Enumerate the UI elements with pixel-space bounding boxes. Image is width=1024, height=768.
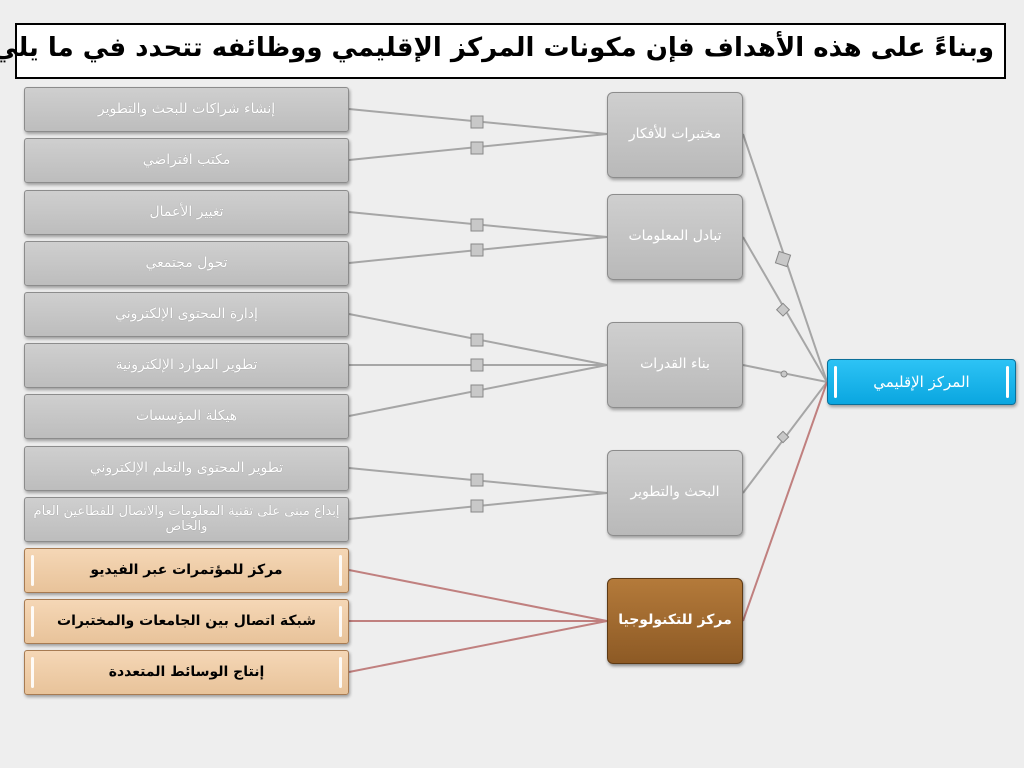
leaf-box: تغيير الأعمال: [24, 190, 349, 235]
connector-marker: [470, 141, 484, 155]
leaf-label: إنتاج الوسائط المتعددة: [108, 663, 265, 680]
connector-marker: [775, 302, 791, 317]
slide-title: وبناءً على هذه الأهداف فإن مكونات المركز…: [0, 33, 994, 63]
title-box: وبناءً على هذه الأهداف فإن مكونات المركز…: [0, 23, 1006, 79]
component-box: مختبرات للأفكار: [607, 92, 743, 178]
leaf-label: مكتب افتراضي: [142, 151, 231, 168]
component-label: مختبرات للأفكار: [628, 126, 722, 143]
root-box: المركز الإقليمي: [827, 359, 1016, 405]
leaf-box: تطوير الموارد الإلكترونية: [24, 343, 349, 388]
component-box: تبادل المعلومات: [607, 194, 743, 280]
connector-line: [348, 620, 608, 673]
connector-line: [742, 381, 828, 622]
connector-marker: [780, 370, 788, 378]
leaf-box: مركز للمؤتمرات عبر الفيديو: [24, 548, 349, 593]
leaf-box: إنتاج الوسائط المتعددة: [24, 650, 349, 695]
component-label: بناء القدرات: [640, 356, 710, 373]
leaf-box: شبكة اتصال بين الجامعات والمختبرات: [24, 599, 349, 644]
component-label: البحث والتطوير: [630, 484, 720, 501]
connector-marker: [470, 243, 484, 257]
leaf-label: تحول مجتمعي: [145, 254, 228, 271]
connector-marker: [470, 499, 484, 513]
component-box-technology: مركز للتكنولوجيا: [607, 578, 743, 664]
leaf-box: تحول مجتمعي: [24, 241, 349, 286]
leaf-box: إدارة المحتوى الإلكتروني: [24, 292, 349, 337]
connector-marker: [470, 384, 484, 398]
leaf-label: تطوير الموارد الإلكترونية: [115, 356, 258, 373]
connector-marker: [776, 430, 790, 444]
leaf-label: مركز للمؤتمرات عبر الفيديو: [90, 561, 283, 578]
leaf-box: هيكلة المؤسسات: [24, 394, 349, 439]
connector-marker: [774, 250, 792, 268]
leaf-box: تطوير المحتوى والتعلم الإلكتروني: [24, 446, 349, 491]
component-box: البحث والتطوير: [607, 450, 743, 536]
leaf-box: مكتب افتراضي: [24, 138, 349, 183]
leaf-label: إدارة المحتوى الإلكتروني: [115, 305, 258, 322]
connector-line: [348, 569, 608, 622]
leaf-box: إبداع مبنى على تقنية المعلومات والاتصال …: [24, 497, 349, 542]
connector-marker: [470, 333, 484, 347]
leaf-label: هيكلة المؤسسات: [135, 407, 238, 424]
component-box: بناء القدرات: [607, 322, 743, 408]
component-label: تبادل المعلومات: [628, 228, 722, 245]
root-label: المركز الإقليمي: [873, 372, 970, 391]
component-label: مركز للتكنولوجيا: [618, 612, 732, 629]
leaf-box: إنشاء شراكات للبحث والتطوير: [24, 87, 349, 132]
connector-marker: [470, 473, 484, 487]
connector-marker: [470, 358, 484, 372]
connector-marker: [470, 218, 484, 232]
leaf-label: تغيير الأعمال: [149, 203, 224, 220]
connector-marker: [470, 115, 484, 129]
leaf-label: إبداع مبنى على تقنية المعلومات والاتصال …: [33, 504, 340, 534]
leaf-label: شبكة اتصال بين الجامعات والمختبرات: [57, 612, 316, 629]
leaf-label: إنشاء شراكات للبحث والتطوير: [97, 100, 276, 117]
leaf-label: تطوير المحتوى والتعلم الإلكتروني: [89, 459, 284, 476]
